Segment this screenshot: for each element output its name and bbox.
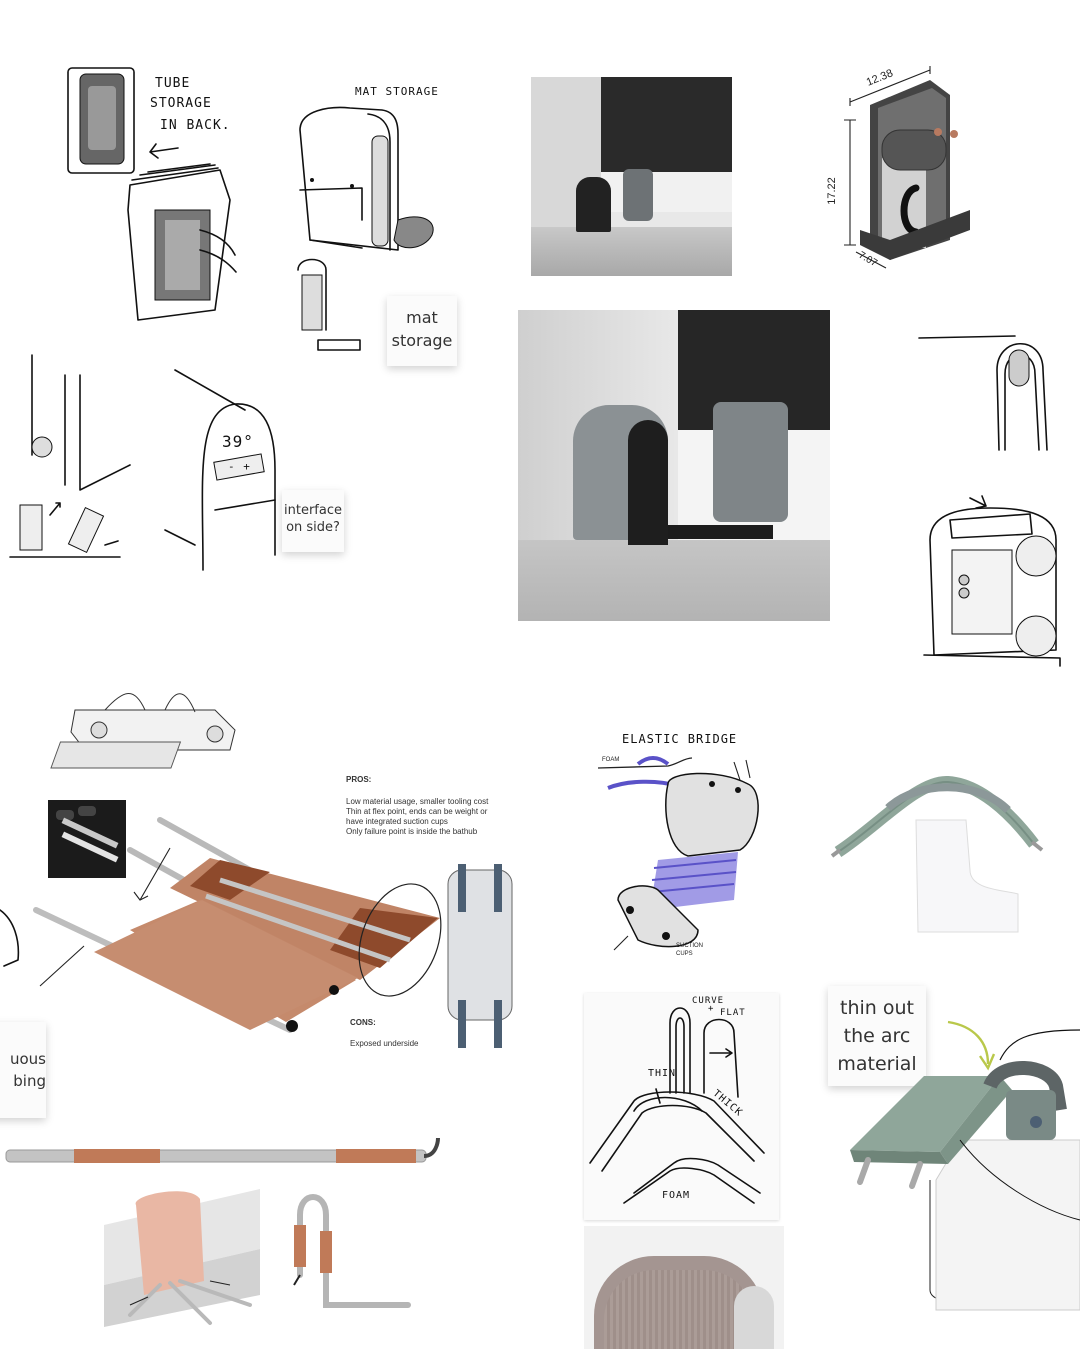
pros-line-2: Thin at flex point, ends can be weight o…: [346, 807, 488, 816]
sage-bathtub-render: [850, 1029, 1080, 1311]
dimension-render: [844, 66, 970, 269]
mat-storage-sketch: [297, 106, 434, 351]
edge-clip-render: [104, 1189, 260, 1327]
mat-storage-note-line-2: storage: [391, 331, 453, 350]
sage-arch-render: [830, 776, 1044, 933]
render-bathtub-corner-small: [531, 77, 732, 276]
side-interface-sketch: [164, 369, 276, 571]
tube-storage-label-2: STORAGE: [150, 96, 212, 111]
continuous-tubing-note: uous bing: [0, 1022, 46, 1118]
foam-label: FOAM: [662, 1190, 691, 1201]
tube-storage-label-3: IN BACK.: [160, 118, 231, 133]
caddy-sketch: [923, 495, 1061, 667]
thin-arc-note-line-1: thin out: [840, 997, 914, 1019]
arrow-annotation: [947, 1020, 996, 1071]
bent-tube-render: [293, 1194, 411, 1308]
mat-storage-note-line-1: mat: [406, 308, 438, 327]
thin-arc-note-line-2: the arc: [843, 1025, 911, 1047]
continuous-tubing-note-line-2: bing: [13, 1072, 46, 1090]
tube-storage-label-1: TUBE: [155, 76, 191, 91]
curve-label: CURVE: [692, 996, 725, 1006]
interface-note-line-2: on side?: [286, 520, 340, 535]
interface-note-line-1: interface: [284, 503, 342, 518]
flat-label: FLAT: [720, 1008, 746, 1018]
cushion-render: [584, 1226, 784, 1349]
long-tube-render: [5, 1137, 440, 1163]
thin-label: THIN: [648, 1068, 677, 1079]
wall-dispenser-sketch: [9, 354, 131, 558]
cable-organizer-photo: [48, 800, 126, 878]
mat-top-view-diagram: [447, 864, 513, 1048]
copper-mat-render: [33, 817, 442, 1033]
dimension-height: 17.22: [825, 177, 838, 205]
cons-title: CONS:: [350, 1018, 376, 1027]
pros-line-1: Low material usage, smaller tooling cost: [346, 797, 489, 806]
partial-edge-sketch: [0, 909, 20, 967]
pros-line-4: Only failure point is inside the bathub: [346, 827, 478, 836]
elastic-bridge-label: ELASTIC BRIDGE: [622, 732, 738, 746]
thin-arc-note-line-3: material: [837, 1053, 917, 1075]
render-bathtub-corner-large: [518, 310, 830, 621]
elastic-bridge-sketch: [597, 756, 759, 951]
pros-line-3: have integrated suction cups: [346, 817, 448, 826]
mat-storage-sketch-label: MAT STORAGE: [355, 85, 439, 98]
interface-note: interface on side?: [282, 490, 344, 552]
continuous-tubing-note-line-1: uous: [9, 1050, 46, 1068]
cons-line-1: Exposed underside: [350, 1039, 419, 1048]
pros-title: PROS:: [346, 775, 372, 784]
minus-plus-label: - +: [228, 460, 251, 473]
plus-label: +: [708, 1004, 715, 1014]
foam-small-label: FOAM: [602, 757, 620, 763]
curve-flat-sketch: [589, 1007, 765, 1204]
mat-storage-note: mat storage: [387, 296, 457, 366]
connector-sketch: [50, 693, 236, 769]
thin-arc-note: thin out the arc material: [828, 986, 926, 1086]
suction-cups-label: SUCTION CUPS: [676, 943, 703, 957]
tube-storage-sketch: [67, 67, 237, 321]
temperature-label: 39°: [222, 432, 254, 451]
arch-hook-sketch: [918, 335, 1048, 451]
